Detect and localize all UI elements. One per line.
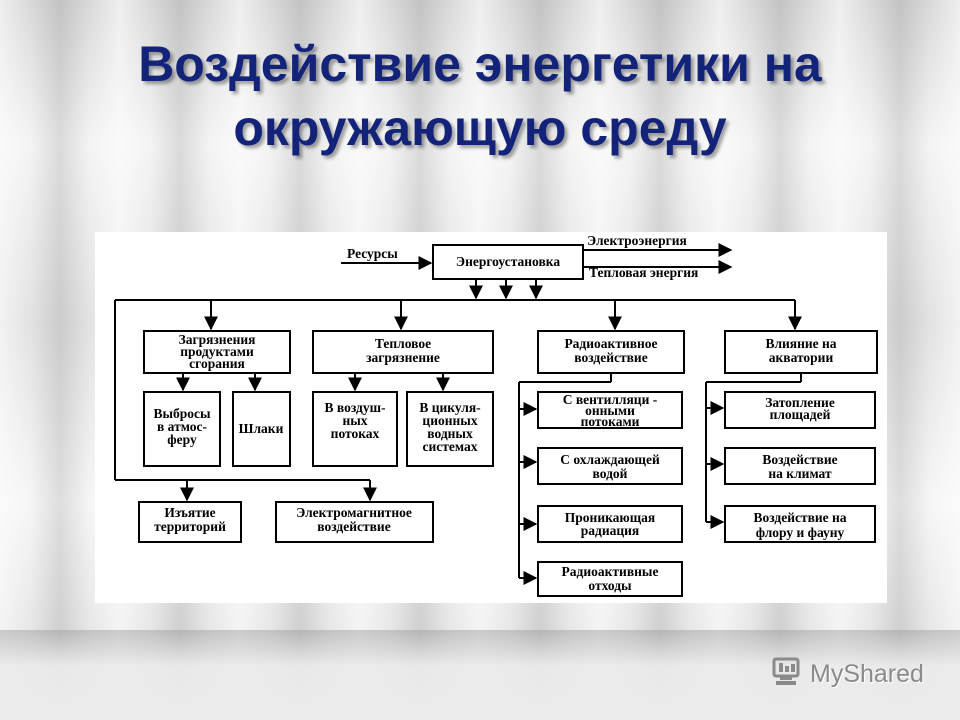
waste-line-2: отходы bbox=[588, 578, 632, 593]
waste-line-1: Радиоактивные bbox=[562, 564, 659, 579]
electromagnetic-box bbox=[275, 501, 434, 543]
vent-line-1: С вентилляци - bbox=[563, 392, 657, 407]
radiation-line-2: радиация bbox=[581, 523, 639, 538]
land-line-1: Изъятие bbox=[164, 505, 215, 520]
emissions-line-2: в атмос- bbox=[157, 419, 207, 434]
cooling-line-1: С охлаждающей bbox=[560, 452, 660, 467]
thermal-line-2: загрязнение bbox=[366, 350, 440, 365]
flooding-box bbox=[724, 391, 876, 429]
cooling-box bbox=[537, 447, 683, 485]
slag-box bbox=[232, 391, 291, 467]
land-line-2: территорий bbox=[154, 519, 226, 534]
emissions-line-1: Выбросы bbox=[153, 406, 211, 421]
plant-label: Энергоустановка bbox=[456, 254, 560, 269]
water-systems-line-4: системах bbox=[423, 439, 478, 454]
radiation-line-1: Проникающая bbox=[565, 510, 655, 525]
air-flows-line-3: потоках bbox=[331, 426, 380, 441]
radioactive-line-2: воздействие bbox=[574, 350, 647, 365]
resources-label: Ресурсы bbox=[347, 246, 398, 261]
energy-impact-diagram: Ресурсы Энергоустановка Электроэнергия Т… bbox=[114, 233, 878, 597]
slag-label: Шлаки bbox=[239, 421, 284, 436]
waste-box bbox=[537, 561, 683, 597]
thermal-box bbox=[312, 330, 494, 374]
emissions-line-3: феру bbox=[167, 432, 197, 447]
electric-output-label: Электроэнергия bbox=[587, 233, 687, 248]
vent-line-3: потоками bbox=[581, 414, 640, 429]
electromagnetic-line-2: воздействие bbox=[317, 519, 390, 534]
watermark-text: MyShared bbox=[810, 659, 924, 688]
climate-line-2: на климат bbox=[768, 466, 832, 481]
electromagnetic-line-1: Электромагнитное bbox=[296, 505, 412, 520]
cooling-line-2: водой bbox=[593, 466, 628, 481]
thermal-line-1: Тепловое bbox=[375, 336, 431, 351]
combustion-line-2: продуктами bbox=[180, 344, 254, 359]
water-line-1: Влияние на bbox=[765, 336, 836, 351]
flooding-line-2: площадей bbox=[770, 407, 831, 422]
combustion-line-1: Загрязнения bbox=[179, 332, 256, 347]
vent-box bbox=[537, 391, 683, 429]
radioactive-box bbox=[537, 330, 685, 374]
myshared-watermark: MyShared bbox=[770, 656, 924, 692]
water-systems-line-3: водных bbox=[427, 426, 473, 441]
air-flows-line-2: ных bbox=[342, 413, 367, 428]
flora-line-2: флору и фауну bbox=[756, 525, 845, 540]
slide-title: Воздействие энергетики на окружающую сре… bbox=[40, 32, 920, 160]
land-box bbox=[138, 501, 242, 543]
water-systems-line-2: ционных bbox=[422, 413, 477, 428]
vent-line-2: онными bbox=[585, 403, 635, 418]
title-line-2: окружающую среду bbox=[233, 100, 727, 156]
flooding-line-1: Затопление bbox=[765, 395, 835, 410]
flora-box bbox=[724, 505, 876, 543]
climate-line-1: Воздействие bbox=[762, 452, 837, 467]
myshared-logo-icon bbox=[770, 656, 804, 693]
floor-shadow bbox=[0, 630, 960, 720]
heat-output-label: Тепловая энергия bbox=[589, 265, 698, 280]
combustion-box bbox=[143, 330, 291, 374]
combustion-line-3: сгорания bbox=[189, 356, 245, 371]
water-line-2: акватории bbox=[769, 350, 834, 365]
air-flows-line-1: В воздуш- bbox=[325, 400, 386, 415]
flora-line-1: Воздействие на bbox=[753, 510, 846, 525]
water-systems-line-1: В цикуля- bbox=[419, 400, 480, 415]
plant-box bbox=[432, 244, 584, 280]
radioactive-line-1: Радиоактивное bbox=[564, 336, 657, 351]
diagram-panel: Ресурсы Энергоустановка Электроэнергия Т… bbox=[95, 232, 887, 603]
air-flows-box bbox=[312, 391, 398, 467]
emissions-box bbox=[143, 391, 221, 467]
water-systems-box bbox=[406, 391, 494, 467]
radiation-box bbox=[537, 505, 683, 543]
title-line-1: Воздействие энергетики на bbox=[138, 36, 822, 92]
climate-box bbox=[724, 447, 876, 485]
